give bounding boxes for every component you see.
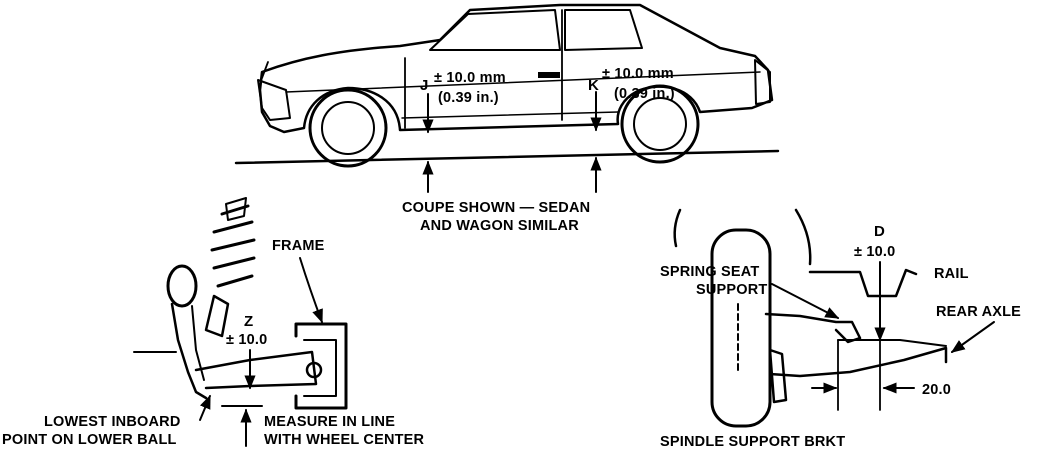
caption-line-1: COUPE SHOWN — SEDAN <box>402 200 590 216</box>
front-suspension-illustration: FRAME Z ± 10.0 LOWEST INBOARD POINT ON L… <box>2 197 425 448</box>
tolerance-j-in: (0.39 in.) <box>438 90 499 106</box>
rear-suspension-illustration: D ± 10.0 RAIL SPRING SEAT SUPPORT REAR A… <box>660 208 1021 450</box>
frame-rail <box>294 322 348 410</box>
lowest-line-1: LOWEST INBOARD <box>44 414 181 430</box>
front-window <box>429 9 561 51</box>
label-k: K <box>588 77 599 94</box>
spring-seat-support <box>764 312 862 344</box>
frame-label: FRAME <box>272 238 325 254</box>
label-j: J <box>420 77 429 94</box>
rail-label: RAIL <box>934 266 969 282</box>
spindle-label: SPINDLE SUPPORT BRKT <box>660 434 845 450</box>
car-body <box>258 3 774 134</box>
spindle-support-bracket <box>768 348 788 404</box>
rear-tire <box>710 228 772 428</box>
rear-wheel <box>620 84 700 164</box>
door-handle <box>538 72 560 78</box>
rail <box>808 268 918 298</box>
front-wheel <box>308 88 388 168</box>
tolerance-k: ± 10.0 mm <box>602 66 674 82</box>
rear-axle <box>768 346 948 378</box>
measure-line-1: MEASURE IN LINE <box>264 414 395 430</box>
tolerance-j: ± 10.0 mm <box>434 70 506 86</box>
tolerance-k-in: (0.39 in.) <box>614 86 675 102</box>
knuckle-ring <box>166 264 198 308</box>
rear-axle-label: REAR AXLE <box>936 304 1021 320</box>
tolerance-z: ± 10.0 <box>226 332 267 348</box>
caption-line-2: AND WAGON SIMILAR <box>420 218 579 234</box>
lower-control-arm <box>194 350 318 390</box>
rear-window <box>564 9 643 51</box>
spring-seat-line-1: SPRING SEAT <box>660 264 759 280</box>
car-illustration: J ± 10.0 mm (0.39 in.) K ± 10.0 mm (0.39… <box>234 3 780 234</box>
dimension-20: 20.0 <box>922 382 951 398</box>
coil-spring <box>210 197 256 288</box>
tolerance-d: ± 10.0 <box>854 244 895 260</box>
lowest-line-2: POINT ON LOWER BALL <box>2 432 177 448</box>
measure-line-2: WITH WHEEL CENTER <box>264 432 425 448</box>
spring-seat-line-2: SUPPORT <box>696 282 768 298</box>
label-d: D <box>874 223 885 240</box>
label-z: Z <box>244 313 253 330</box>
